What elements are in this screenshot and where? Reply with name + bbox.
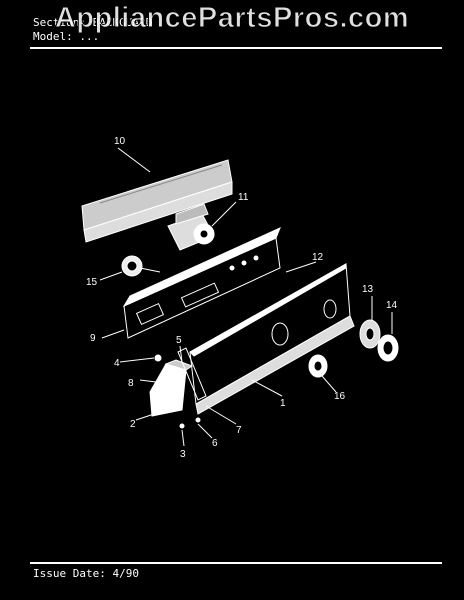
callout-1: 1	[280, 398, 286, 409]
part-12-trim	[285, 261, 317, 273]
part-13-dial	[359, 296, 381, 349]
callout-10: 10	[114, 136, 126, 147]
callout-7: 7	[236, 425, 242, 436]
callout-13: 13	[362, 284, 374, 295]
callout-14: 14	[386, 300, 398, 311]
part-11-timer	[167, 201, 237, 251]
footer-rule	[30, 562, 442, 564]
callout-8: 8	[128, 378, 134, 389]
part-9-control-panel	[101, 227, 281, 339]
callout-6: 6	[212, 438, 218, 449]
model-label: Model:	[33, 30, 73, 43]
callout-16: 16	[334, 391, 346, 402]
callout-9: 9	[90, 333, 96, 344]
part-1-console	[189, 263, 355, 415]
model-header: Model: ...	[33, 30, 99, 43]
part-15-knob	[99, 255, 161, 281]
part-16-small-knob	[308, 354, 337, 393]
callout-5: 5	[176, 335, 182, 346]
issue-date-label: Issue Date:	[33, 567, 106, 580]
callout-15: 15	[86, 277, 98, 288]
section-value: BACKGUARD	[92, 16, 153, 29]
part-14-knob-cap	[377, 312, 399, 362]
callout-12: 12	[312, 252, 324, 263]
callout-3: 3	[180, 449, 186, 460]
section-header: Section: BACKGUARD	[33, 16, 152, 29]
issue-date-value: 4/90	[112, 567, 139, 580]
callout-2: 2	[130, 419, 136, 430]
callout-11: 11	[238, 192, 249, 203]
callout-4: 4	[114, 358, 120, 369]
hardware-parts	[119, 345, 237, 447]
header-rule	[30, 47, 442, 49]
part-8-end-cap	[135, 359, 194, 421]
model-value: ...	[79, 30, 100, 43]
part-10-rear-panel	[81, 147, 233, 243]
issue-date: Issue Date: 4/90	[33, 567, 139, 580]
section-label: Section:	[33, 16, 86, 29]
watermark: AppliancePartsPros.com	[54, 2, 410, 35]
